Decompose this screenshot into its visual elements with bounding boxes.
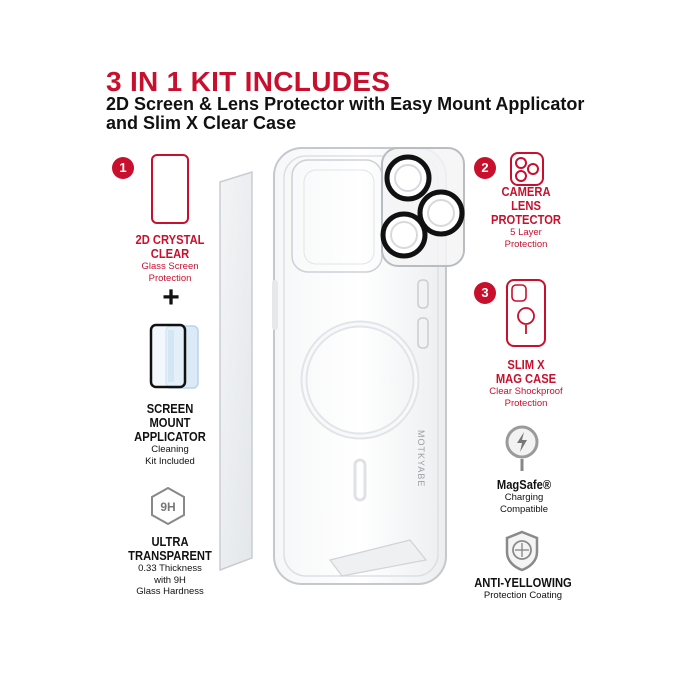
applicator-title-3: APPLICATOR — [134, 429, 206, 444]
magsafe-desc-1: Charging — [504, 492, 544, 503]
lens-title-3: PROTECTOR — [490, 212, 561, 227]
case-title-1: SLIM X — [507, 357, 545, 372]
shield-icon — [505, 530, 539, 572]
subtitle-line-1: 2D Screen & Lens Protector with Easy Mou… — [106, 94, 585, 114]
lens-protector — [380, 147, 465, 267]
screen-mount-feature: SCREEN MOUNT APPLICATOR Cleaning Kit Inc… — [118, 402, 222, 467]
9h-badge-text: 9H — [160, 500, 175, 514]
subtitle-line-2: and Slim X Clear Case — [106, 113, 297, 133]
transparent-desc-1: 0.33 Thickness — [138, 563, 202, 574]
magsafe-charging-icon — [505, 425, 539, 471]
case-title-2: MAG CASE — [495, 371, 557, 386]
crystal-clear-feature: 2D CRYSTAL CLEAR Glass Screen Protection — [118, 233, 222, 284]
transparent-desc-2: with 9H — [154, 574, 186, 586]
applicator-title-2: MOUNT — [149, 415, 191, 430]
crystal-clear-desc-1: Glass Screen — [141, 261, 199, 272]
case-desc-1: Clear Shockproof — [489, 386, 563, 397]
mag-case-feature: SLIM X MAG CASE Clear Shockproof Protect… — [470, 358, 582, 409]
yellowing-title: ANTI-YELLOWING — [474, 575, 572, 590]
page-title: 3 IN 1 KIT INCLUDES — [106, 66, 391, 97]
camera-lens-feature: CAMERA LENS PROTECTOR 5 Layer Protection — [478, 185, 574, 250]
applicator-desc-1: Cleaning — [151, 444, 189, 455]
case-desc-2: Protection — [504, 397, 548, 409]
ultra-transparent-feature: ULTRA TRANSPARENT 0.33 Thickness with 9H… — [112, 535, 228, 598]
lens-desc-2: Protection — [504, 238, 548, 250]
magsafe-feature: MagSafe® Charging Compatible — [476, 478, 572, 515]
step-badge-1: 1 — [112, 157, 134, 179]
transparent-desc-3: Glass Hardness — [136, 586, 204, 597]
mount-applicator-icon — [149, 323, 199, 389]
crystal-clear-title-2: CLEAR — [150, 246, 190, 261]
case-brand-text: MOTKYABE — [416, 430, 426, 487]
transparent-title-1: ULTRA — [151, 534, 189, 549]
magsafe-title: MagSafe® — [496, 477, 552, 492]
lens-title-1: CAMERA — [501, 184, 551, 199]
crystal-clear-title-1: 2D CRYSTAL — [135, 232, 205, 247]
product-image: MOTKYABE — [219, 147, 465, 585]
step-badge-2: 2 — [474, 157, 496, 179]
phone-screen-icon — [151, 154, 189, 224]
9h-badge-icon: 9H — [151, 486, 185, 526]
magsafe-desc-2: Compatible — [499, 503, 549, 515]
crystal-clear-desc-2: Protection — [148, 272, 192, 284]
anti-yellowing-feature: ANTI-YELLOWING Protection Coating — [450, 576, 596, 602]
applicator-title-1: SCREEN — [146, 401, 194, 416]
camera-lens-icon — [510, 152, 544, 186]
plus-sign: + — [162, 281, 180, 314]
lens-title-2: LENS — [511, 198, 541, 213]
step-badge-3: 3 — [474, 282, 496, 304]
yellowing-desc: Protection Coating — [483, 590, 563, 601]
mag-case-icon — [506, 279, 546, 347]
glass-screen-protector — [219, 170, 253, 572]
lens-desc-1: 5 Layer — [510, 227, 542, 238]
applicator-desc-2: Kit Included — [145, 455, 195, 467]
transparent-title-2: TRANSPARENT — [128, 548, 212, 563]
